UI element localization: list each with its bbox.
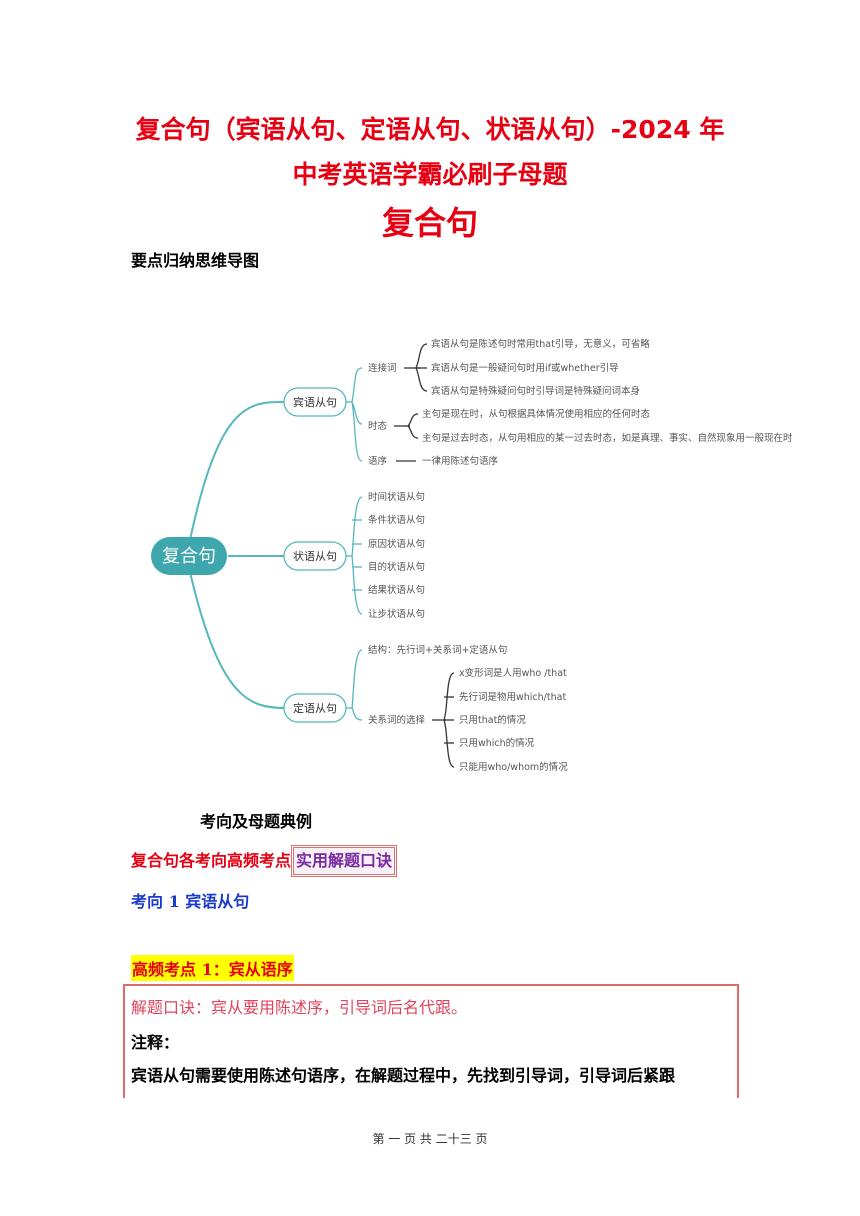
section-heading: 考向及母题典例 (200, 812, 313, 831)
mind-map-root-label: 复合句 (162, 546, 216, 567)
order-label: 语序 (368, 455, 388, 467)
document-main-title: 复合句 (381, 204, 478, 242)
page-footer: 第 一 页 共 二十三 页 (372, 1132, 488, 1146)
formula-box (123, 984, 739, 1098)
document-title-line-1: 复合句（宾语从句、定语从句、状语从句）-2024 年 (135, 115, 725, 144)
adverbial-item: 结果状语从句 (368, 584, 425, 596)
structure-label: 结构：先行词+关系词+定语从句 (368, 644, 507, 656)
tense-label: 时态 (368, 420, 388, 432)
note-label: 注释： (131, 1033, 180, 1052)
choice-label: 关系词的选择 (368, 714, 426, 726)
tip-badge: 实用解题口诀 (291, 845, 398, 877)
direction-heading: 考向 1 宾语从句 (131, 892, 250, 911)
adverbial-item: 原因状语从句 (368, 538, 425, 550)
adverbial-item: 目的状语从句 (368, 561, 425, 573)
adverbial-clause-node (283, 541, 347, 571)
connector-label: 连接词 (368, 362, 397, 374)
document-title-line-2: 中考英语学霸必刷子母题 (292, 160, 568, 189)
intro-text: 复合句各考向高频考点 (131, 851, 292, 870)
connector-item: 宾语从句是陈述句时常用that引导，无意义，可省略 (431, 338, 650, 350)
adverbial-item: 时间状语从句 (368, 491, 425, 503)
summary-heading: 要点归纳思维导图 (131, 251, 260, 270)
choice-item: 只用which的情况 (459, 737, 535, 749)
tense-item: 主句是过去时态，从句用相应的某一过去时态，如是真理、事实、自然现象用一般现在时 (422, 432, 793, 444)
choice-item: 先行词是物用which/that (459, 691, 566, 703)
tense-item: 主句是现在时，从句根据具体情况使用相应的任何时态 (422, 408, 651, 420)
attributive-clause-node (283, 693, 347, 723)
intro-line: 复合句各考向高频考点实用解题口诀 (131, 845, 398, 877)
choice-item: x变形词是人用who /that (459, 667, 567, 679)
mind-map: 复合句 宾语从句 状语从句 定语从句 连接词 时态 语序 宾语从句是陈述句时常用… (151, 338, 793, 773)
formula-text: 解题口诀：宾从要用陈述序，引导词后名代跟。 (131, 998, 468, 1017)
choice-item: 只能用who/whom的情况 (459, 761, 568, 773)
order-item: 一律用陈述句语序 (422, 455, 499, 467)
connector-item: 宾语从句是一般疑问句时用if或whether引导 (431, 362, 619, 374)
point-heading: 高频考点 1：宾从语序 (131, 955, 294, 981)
note-text: 宾语从句需要使用陈述句语序，在解题过程中，先找到引导词，引导词后紧跟 (131, 1066, 676, 1085)
adverbial-item: 让步状语从句 (368, 608, 425, 620)
attributive-clause-label: 定语从句 (293, 701, 337, 715)
adverbial-clause-label: 状语从句 (293, 549, 337, 563)
object-clause-label: 宾语从句 (293, 395, 337, 409)
connector-item: 宾语从句是特殊疑问句时引导词是特殊疑问词本身 (431, 385, 640, 397)
mind-map-root-node: 复合句 (151, 537, 227, 575)
object-clause-node (283, 387, 347, 417)
adverbial-item: 条件状语从句 (368, 514, 425, 526)
choice-item: 只用that的情况 (459, 714, 526, 726)
